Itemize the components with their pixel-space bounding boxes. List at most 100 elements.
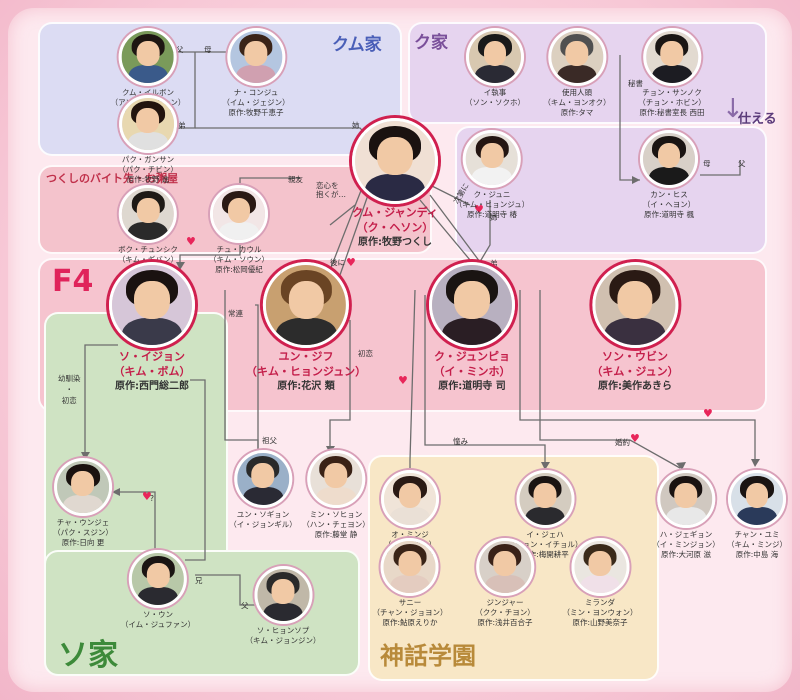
person-actor: （キム・ヒョンジュン） (245, 364, 367, 378)
person-name: オ・ミンジ (391, 530, 429, 539)
person-label: ミランダ（ミン・ヨンウォン）原作:山野美奈子 (563, 598, 638, 627)
person-yijeong: ソ・イジョン（キム・ボム）原作:西門総二郎 (109, 262, 195, 393)
person-woobin: ソン・ウビン（キム・ジュン）原作:美作あきら (591, 262, 679, 393)
portrait-photo (119, 185, 177, 243)
person-label: ク・ジュニ（キム・ヒョンジュ）原作:道明寺 椿 (455, 190, 529, 219)
portrait-photo (381, 470, 439, 528)
person-ku-sister: ク・ジュニ（キム・ヒョンジュ）原作:道明寺 椿 (455, 130, 529, 219)
line-junpyo-heart (409, 289, 416, 470)
person-label: クム・ジャンディ（ク・ヘソン）原作:牧野つくし (352, 206, 438, 249)
person-source: 原作:浅井百合子 (477, 617, 533, 627)
person-ginger: ジンジャー（クク・チヨン）原作:浅井百合子 (475, 538, 535, 627)
person-kum-mother: ナ・コンジュ（イム・ジェジン）原作:牧野千恵子 (222, 28, 290, 117)
person-gaeul: チュ・カウル（キム・ソウン）原作:松岡優紀 (209, 185, 269, 274)
edge-younger-brother-ku: 弟 (490, 259, 498, 268)
person-name: ク・ジュンピョ (433, 350, 510, 363)
portrait-photo (210, 185, 268, 243)
portrait-photo (462, 130, 521, 188)
edge-secretary: 秘書 (628, 79, 643, 88)
portrait-photo (591, 262, 678, 348)
person-name: チャン・ユミ (734, 530, 780, 539)
line-childhood (84, 344, 118, 458)
person-actor: （ク・ヘソン） (356, 220, 434, 234)
edge-question: ? (150, 494, 154, 503)
person-source: 原作:中島 海 (735, 549, 779, 559)
person-ku-maid: 使用人頭（キム・ヨンオク）原作:タマ (543, 28, 611, 117)
person-label: チャン・ユミ（キム・ミンジ）原作:中島 海 (727, 530, 787, 559)
person-name: カン・ヒス (650, 190, 688, 199)
person-jihoo: ユン・ジフ（キム・ヒョンジュン）原作:花沢 類 (246, 262, 366, 393)
person-label: ソ・イジョン（キム・ボム）原作:西門総二郎 (109, 350, 195, 393)
person-actor: （キム・ギバン） (117, 254, 179, 264)
person-label: イ・ジェハ（チョン・イチョル）原作:梅開耕平 (508, 530, 583, 559)
person-name: ソ・イジョン (119, 350, 185, 363)
heart-icon: ♥ (474, 203, 484, 216)
person-source: 原作:道明寺 司 (438, 380, 506, 392)
line-love-eldersister (429, 184, 471, 206)
portrait-photo (254, 566, 312, 624)
edge-brother: 兄 (195, 576, 203, 585)
person-label: カン・ヒス（イ・ヘヨン）原作:道明寺 楓 (640, 190, 698, 219)
person-label: パク・ガンサン（パク・チビン）原作:牧野 進 (118, 155, 178, 184)
portrait-photo (547, 28, 606, 86)
person-name: チャ・ウンジェ (56, 518, 110, 527)
portrait-photo (262, 262, 349, 348)
person-source: 原作:西門総二郎 (115, 380, 189, 392)
person-name: ジンジャー (486, 598, 524, 607)
person-sunny: サニー（チャン・ジョヨン）原作:鮎原えりか (373, 538, 448, 627)
edge-regular: 常連 (228, 309, 243, 318)
portrait-photo (109, 262, 195, 348)
person-source: 原作:日向 更 (61, 537, 105, 547)
portrait-photo (307, 450, 365, 508)
person-actor: （チョン・ホビン） (638, 97, 706, 107)
edge-loves-2: 抱くが… (316, 190, 346, 199)
part-time-title: つくしのバイト先・お粥屋 (46, 172, 178, 185)
portrait-photo (728, 470, 786, 528)
person-actor: （チャン・ジョヨン） (372, 607, 448, 617)
person-name: ユン・ソギョン (236, 510, 290, 519)
person-label: チュ・カウル（キム・ソウン）原作:松岡優紀 (209, 245, 269, 274)
person-name: チョン・サンノク (642, 88, 702, 97)
line-brother (185, 379, 206, 561)
portrait-photo (657, 470, 715, 528)
heart-icon: ♥ (142, 490, 152, 503)
heart-icon: ♥ (703, 407, 713, 420)
person-name: ミランダ (585, 598, 615, 607)
person-actor: （パク・スジン） (53, 527, 113, 537)
person-label: サニー（チャン・ジョヨン）原作:鮎原えりか (373, 598, 448, 627)
person-eunjae: チャ・ウンジェ（パク・スジン）原作:日向 更 (53, 458, 113, 547)
portrait-photo (476, 538, 534, 596)
line-heart-yumi (519, 290, 756, 465)
person-label: ジンジャー（クク・チヨン）原作:浅井百合子 (475, 598, 535, 627)
edge-mother: 母 (204, 45, 212, 54)
person-actor: （キム・ヒョンジュ） (454, 199, 530, 209)
portrait-photo (516, 470, 574, 528)
person-label: ミン・ソヒョン（ハン・チェヨン）原作:藤堂 静 (302, 510, 370, 539)
person-label: ク・ジュンピョ（イ・ミンホ）原作:道明寺 司 (429, 350, 515, 393)
line-jandi-jihoo2 (339, 194, 369, 276)
line-jandi-junpyo2 (429, 194, 481, 263)
person-source: 原作:美作あきら (597, 380, 672, 392)
person-actor: （ハン・チェヨン） (302, 519, 370, 529)
line-jihoo-grandfather (255, 304, 259, 450)
person-name: クム・ジャンディ (352, 206, 438, 219)
person-source: 原作:牧野 進 (126, 174, 170, 184)
person-name: ソ・ヒョンソプ (256, 626, 310, 635)
person-jandi: クム・ジャンディ（ク・ヘソン）原作:牧野つくし (352, 118, 438, 249)
person-label: ボク・チュンシク（キム・ギバン） (118, 245, 178, 265)
edge-engaged: 婚約 (615, 438, 630, 447)
kum-family-region (38, 22, 402, 156)
person-name: ク・ジュニ (473, 190, 511, 199)
person-actor: （ソン・ソクホ） (465, 97, 525, 107)
edge-father: 父 (176, 45, 184, 54)
person-junpyo: ク・ジュンピョ（イ・ミンホ）原作:道明寺 司 (429, 262, 515, 393)
person-ku-secretary: チョン・サンノク（チョン・ホビン）原作:秘書室長 西田 (638, 28, 706, 117)
line-kind (424, 295, 546, 468)
person-so-father: ソ・ヒョンソプ（キム・ジョンジン） (246, 566, 321, 646)
portrait-photo (643, 28, 701, 86)
line-father (195, 574, 260, 606)
edge-father-ku: 父 (738, 159, 746, 168)
kum-family-title: クム家 (332, 35, 382, 55)
person-name: ソ・ウン (142, 610, 173, 619)
